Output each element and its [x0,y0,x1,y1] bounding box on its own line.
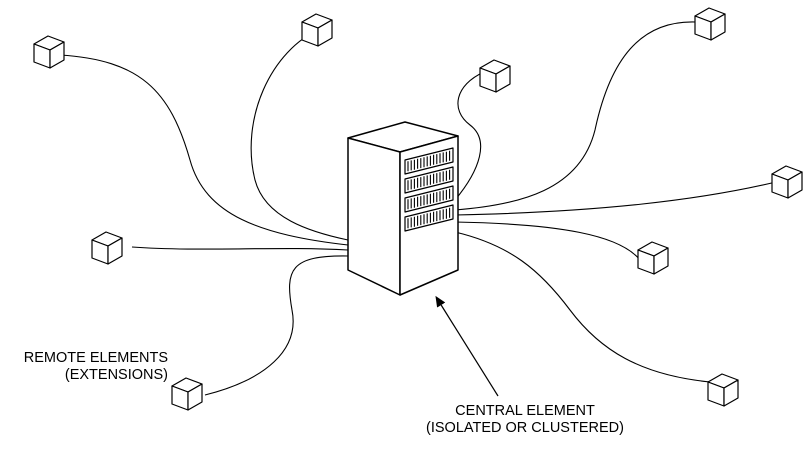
cable-left-middle [131,246,349,251]
drive-bay-group [404,147,454,232]
remote-element-cube-4 [694,7,726,41]
remote-label-line1: REMOTE ELEMENTS [23,350,168,366]
remote-element-cube-2 [301,13,333,47]
remote-element-cube-7 [637,241,669,275]
remote-element-cube-1 [33,35,65,69]
remote-element-cube-3 [479,59,511,93]
central-label-line2: (ISOLATED OR CLUSTERED) [426,420,624,436]
cable-group [59,21,777,396]
remote-element-cube-5 [771,165,803,199]
remote-label-line2: (EXTENSIONS) [64,367,168,383]
cable-top-center [250,27,349,241]
central-label-line1: CENTRAL ELEMENT [455,403,595,419]
remote-elements-label: REMOTE ELEMENTS (EXTENSIONS) [0,350,168,384]
central-arrow [435,295,499,397]
cable-top-inner [454,71,485,201]
remote-element-cube-6 [91,231,123,265]
rack-front [347,137,401,296]
cable-right-middle [454,221,641,261]
cable-right-bottom [454,231,711,383]
drive-slot-lines [407,150,451,229]
cable-left-bottom [204,255,349,396]
remote-element-cube-8 [171,377,203,411]
cable-top-right [454,21,697,211]
central-element-label: CENTRAL ELEMENT (ISOLATED OR CLUSTERED) [410,403,640,437]
remote-element-cube-9 [707,373,739,407]
cable-right [454,181,777,216]
cable-left-top [59,54,349,246]
server-rack-icon [347,121,459,296]
